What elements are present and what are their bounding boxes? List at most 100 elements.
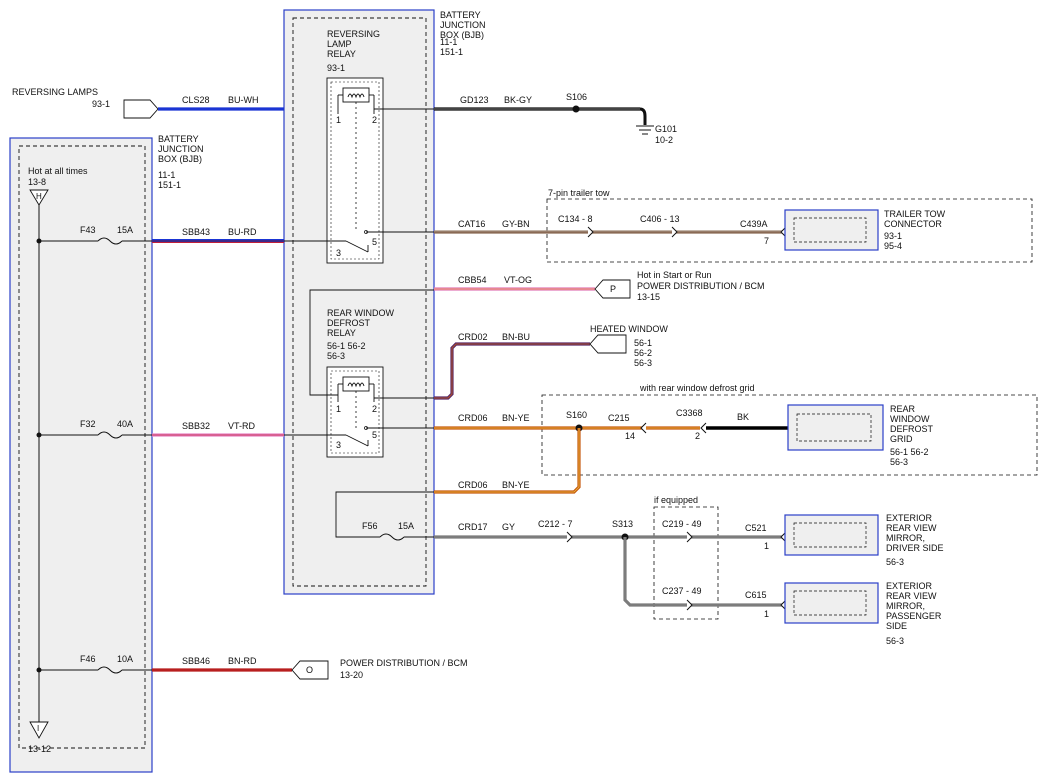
wire-sbb43-circuit: SBB43 <box>182 227 210 237</box>
heated-window-connector <box>589 334 627 354</box>
wire-cls28-circuit: CLS28 <box>182 95 210 105</box>
def-relay-pin1: 1 <box>336 404 341 414</box>
hot-h-symbol <box>29 189 49 206</box>
p-connector <box>594 279 631 299</box>
wire-crd06a-circuit: CRD06 <box>458 413 488 423</box>
o-connector-ref: 13-20 <box>340 670 363 680</box>
reversing-relay-inner <box>330 81 380 260</box>
hot-ref: 13-8 <box>28 177 46 187</box>
wire-sbb43-color: BU-RD <box>228 227 257 237</box>
def-relay-pin5: 5 <box>372 430 377 440</box>
defrost-coil-feed <box>309 289 434 396</box>
ground-g101-ref: 10-2 <box>655 135 673 145</box>
heated-window-label: HEATED WINDOW <box>590 324 668 334</box>
trailer-c406-arrow <box>671 226 678 238</box>
ground-wire-bend <box>639 107 647 125</box>
passenger-mirror-box <box>784 582 879 624</box>
trailer-c134-arrow <box>587 226 594 238</box>
fuse-f32: F32 40A <box>39 419 152 439</box>
trailer-tow-note: 7-pin trailer tow <box>548 188 610 198</box>
trailer-tow-connector-box <box>784 209 879 251</box>
trailer-c134: C134 - 8 <box>558 214 593 224</box>
defrost-c3368: C3368 <box>676 408 703 418</box>
wire-crd06b-circuit: CRD06 <box>458 480 488 490</box>
wire-cat16-color: GY-BN <box>502 219 530 229</box>
defrost-relay-switch <box>284 426 434 447</box>
rev-relay-pin2: 2 <box>372 115 377 125</box>
rev-relay-pin3: 3 <box>336 248 341 258</box>
mirror-c212-arrow <box>566 531 573 543</box>
bottom-ref: 13-12 <box>28 744 51 754</box>
reversing-relay-box <box>326 77 384 264</box>
bjb-left-box <box>9 137 153 773</box>
mirror-if-equipped-box <box>653 506 719 620</box>
mirror-if-equipped-note: if equipped <box>654 495 698 505</box>
trailer-c439a: C439A <box>740 219 768 229</box>
o-connector-symbol: O <box>306 665 313 675</box>
driver-mirror-ref: 56-3 <box>886 557 904 567</box>
fuse-f46-amps: 10A <box>117 654 133 664</box>
defrost-c215-arrow <box>640 422 647 434</box>
wire-cbb54-circuit: CBB54 <box>458 275 487 285</box>
wire-crd17-circuit: CRD17 <box>458 522 488 532</box>
wire-crd06b-color: BN-YE <box>502 480 530 490</box>
reversing-lamps-label: REVERSING LAMPS <box>12 87 98 97</box>
p-connector-symbol: P <box>610 284 616 294</box>
wire-cls28-color: BU-WH <box>228 95 259 105</box>
defrost-relay-coil <box>337 376 375 428</box>
rev-relay-pin5: 5 <box>372 237 377 247</box>
def-relay-pin2: 2 <box>372 404 377 414</box>
bottom-i-symbol <box>29 721 49 739</box>
def-relay-pin3: 3 <box>336 440 341 450</box>
trailer-pin: 7 <box>764 236 769 246</box>
mirror-c219: C219 - 49 <box>662 519 702 529</box>
mirror-c615-pin: 1 <box>764 609 769 619</box>
bjb-left-inner <box>18 145 146 749</box>
ground-g101-id: G101 <box>655 124 677 134</box>
splice-s160-label: S160 <box>566 410 587 420</box>
reversing-relay-switch <box>284 108 434 253</box>
wire-crd02-circuit: CRD02 <box>458 332 488 342</box>
reversing-lamps-ref: 93-1 <box>92 99 110 109</box>
fuse-f43-amps: 15A <box>117 225 133 235</box>
fuse-f43-id: F43 <box>80 225 96 235</box>
mirror-c521-pin: 1 <box>764 541 769 551</box>
mirror-c521: C521 <box>745 523 767 533</box>
defrost-c215: C215 <box>608 413 630 423</box>
fuse-f56-amps: 15A <box>398 521 414 531</box>
bottom-i-letter: I <box>37 724 39 733</box>
wire-bk-color: BK <box>737 412 749 422</box>
wire-crd17-color: GY <box>502 522 515 532</box>
defrost-c3368-arrow <box>700 422 707 434</box>
trailer-c406: C406 - 13 <box>640 214 680 224</box>
o-connector <box>291 660 329 680</box>
wire-crd06a-color: BN-YE <box>502 413 530 423</box>
hot-h-letter: H <box>36 192 42 201</box>
p-connector-ref: 13-15 <box>637 292 660 302</box>
hot-at-all-times: Hot at all times <box>28 166 88 176</box>
wire-crd17-passenger <box>623 537 785 607</box>
rev-relay-pin1: 1 <box>336 115 341 125</box>
fuse-f56: F56 15A <box>362 521 434 541</box>
splice-s106 <box>572 105 580 113</box>
wire-sbb46-color: BN-RD <box>228 656 257 666</box>
o-connector-line1: POWER DISTRIBUTION / BCM <box>340 658 468 668</box>
splice-s106-label: S106 <box>566 92 587 102</box>
p-connector-line1: Hot in Start or Run <box>637 270 712 280</box>
fuse-f32-amps: 40A <box>117 419 133 429</box>
f56-feed <box>335 491 434 538</box>
mirror-c615: C615 <box>745 590 767 600</box>
fuse-f46-id: F46 <box>80 654 96 664</box>
